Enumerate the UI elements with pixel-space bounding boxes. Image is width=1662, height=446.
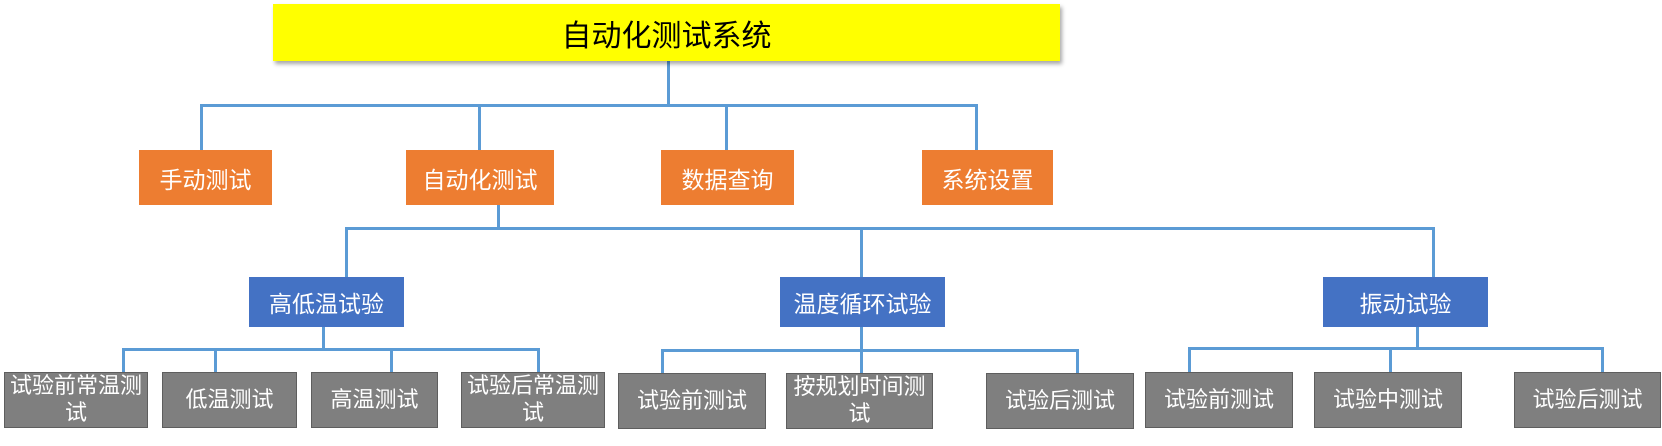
connector <box>860 349 863 373</box>
node-in-test: 试验中测试 <box>1314 372 1462 428</box>
connector <box>1389 347 1392 372</box>
node-automated-test: 自动化测试 <box>406 150 554 205</box>
node-data-query: 数据查询 <box>661 150 794 205</box>
connector <box>1188 347 1604 350</box>
connector <box>122 348 125 372</box>
connector <box>390 348 393 372</box>
connector <box>478 104 481 150</box>
node-label: 数据查询 <box>681 167 774 194</box>
node-label: 按规划时间测试 <box>793 375 926 427</box>
node-low-temp-test: 低温测试 <box>162 372 297 428</box>
connector <box>1416 327 1419 349</box>
root-node-label: 自动化测试系统 <box>561 18 772 54</box>
connector <box>661 349 1079 352</box>
node-label: 试验前常温测试 <box>9 374 142 426</box>
connector <box>1076 349 1079 373</box>
node-label: 振动试验 <box>1359 292 1452 318</box>
connector <box>1601 347 1604 372</box>
node-temp-cycle-test: 温度循环试验 <box>780 277 945 327</box>
node-vibration-test: 振动试验 <box>1323 277 1488 327</box>
node-scheduled-test: 按规划时间测试 <box>786 373 933 429</box>
root-node: 自动化测试系统 <box>273 4 1060 61</box>
connector <box>860 327 863 351</box>
node-label: 低温测试 <box>185 387 274 413</box>
node-label: 自动化测试 <box>422 167 538 194</box>
node-label: 温度循环试验 <box>793 292 932 318</box>
node-post-test: 试验后测试 <box>1514 372 1661 428</box>
node-manual-test: 手动测试 <box>139 150 272 205</box>
node-post-test-room-temp: 试验后常温测试 <box>461 372 605 428</box>
node-system-settings: 系统设置 <box>922 150 1053 205</box>
node-label: 试验中测试 <box>1332 387 1443 413</box>
connector <box>200 104 203 150</box>
node-label: 试验后测试 <box>1004 388 1115 414</box>
node-label: 高低温试验 <box>269 292 384 318</box>
connector <box>345 227 1435 230</box>
connector <box>1188 347 1191 372</box>
node-pre-test-room-temp: 试验前常温测试 <box>4 372 148 428</box>
node-pre-test: 试验前测试 <box>618 373 766 429</box>
node-label: 试验后常温测试 <box>466 374 599 426</box>
node-label: 试验后测试 <box>1532 387 1643 413</box>
node-label: 手动测试 <box>159 167 252 194</box>
connector <box>345 227 348 277</box>
node-post-test: 试验后测试 <box>986 373 1134 429</box>
connector <box>860 227 863 277</box>
connector <box>214 348 217 372</box>
connector <box>122 348 540 351</box>
connector <box>661 349 664 373</box>
connector <box>537 348 540 372</box>
connector <box>975 104 978 150</box>
connector <box>200 104 978 107</box>
connector <box>322 327 325 350</box>
node-label: 系统设置 <box>941 167 1034 194</box>
node-label: 高温测试 <box>330 387 419 413</box>
connector <box>497 204 500 229</box>
connector <box>667 60 670 106</box>
node-pre-test: 试验前测试 <box>1145 372 1293 428</box>
node-label: 试验前测试 <box>636 388 747 414</box>
node-label: 试验前测试 <box>1163 387 1274 413</box>
node-high-low-temp-test: 高低温试验 <box>249 277 404 327</box>
connector <box>1432 227 1435 277</box>
node-high-temp-test: 高温测试 <box>311 372 438 428</box>
connector <box>725 104 728 150</box>
